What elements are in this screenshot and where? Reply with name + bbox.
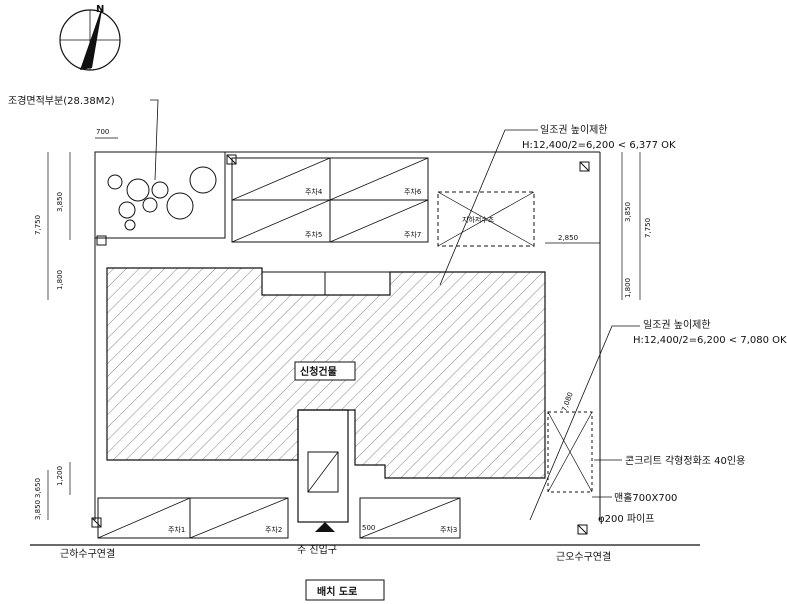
fence-label: 콘크리트 각형정화조 40인용 bbox=[625, 455, 745, 467]
treatment-tank bbox=[547, 411, 593, 493]
corner-marker-top-left bbox=[226, 154, 237, 165]
conn-marker-right bbox=[577, 524, 588, 535]
dim-left-c: 1,800 bbox=[56, 270, 64, 290]
parking-3-label: 주차3 bbox=[440, 525, 457, 534]
dim-diag: 7,080 bbox=[560, 391, 574, 413]
parking-5-label: 주차5 bbox=[305, 230, 322, 239]
landscape-zone bbox=[94, 151, 226, 239]
sunlight-top-calc: H:12,400/2=6,200 < 6,377 OK bbox=[522, 140, 676, 151]
sunlight-top-title: 일조권 높이제한 bbox=[540, 124, 608, 136]
dim-left-e: 3,650 bbox=[34, 478, 42, 498]
conn-marker-left bbox=[91, 517, 102, 528]
parking-1-label: 주차1 bbox=[168, 525, 185, 534]
conn-left-label: 근하수구연결 bbox=[60, 547, 115, 560]
dim-left-b: 3,850 bbox=[56, 192, 64, 212]
parking-2-label: 주차2 bbox=[265, 525, 282, 534]
parking-6-label: 주차6 bbox=[404, 187, 422, 196]
septic-tank: 지하저수조 bbox=[437, 191, 535, 247]
landscape-label: 조경면적부분(28.38M2) bbox=[8, 94, 115, 107]
corner-marker-left bbox=[96, 235, 107, 246]
dim-left-d: 3,850 bbox=[34, 500, 42, 520]
dim-right-d: 2,850 bbox=[558, 234, 578, 242]
building-label: 신청건물 bbox=[300, 365, 337, 378]
conn-right-label: 근오수구연결 bbox=[556, 551, 611, 563]
dimension-lines: 700 7,750 3,850 1,800 3,850 3,650 1,200 … bbox=[34, 128, 652, 532]
drain-box-label: 맨홀700X700 bbox=[614, 491, 677, 504]
dim-left-f: 1,200 bbox=[56, 466, 64, 486]
drawing-title: 배치 도로 bbox=[317, 585, 357, 598]
main-building: 신청건물 bbox=[106, 267, 546, 479]
corner-marker-top-right bbox=[579, 161, 590, 172]
pipe-label: φ200 파이프 bbox=[598, 513, 654, 525]
dim-top-w: 700 bbox=[96, 128, 109, 136]
dim-left-a: 7,750 bbox=[34, 215, 42, 235]
upper-parking: 주차4 주차5 주차6 주차7 bbox=[231, 157, 429, 243]
dim-right-b: 7,750 bbox=[644, 218, 652, 238]
landscape-leader bbox=[150, 99, 159, 181]
entrance-stair bbox=[297, 409, 349, 532]
sunlight-right-calc: H:12,400/2=6,200 < 7,080 OK bbox=[633, 335, 787, 346]
dim-small: 500 bbox=[362, 524, 375, 532]
parking-7-label: 주차7 bbox=[404, 230, 421, 239]
title-box bbox=[305, 579, 385, 601]
dim-right-a: 3,850 bbox=[624, 202, 632, 222]
septic-tank-label: 지하저수조 bbox=[462, 215, 495, 224]
dim-right-c: 1,800 bbox=[624, 278, 632, 298]
parking-4-label: 주차4 bbox=[305, 187, 323, 196]
sunlight-right-title: 일조권 높이제한 bbox=[643, 319, 711, 331]
main-entrance-label: 주 진입구 bbox=[297, 543, 337, 556]
north-arrow: N bbox=[59, 4, 121, 71]
sunlight-top-leader bbox=[439, 129, 538, 286]
lower-parking: 주차1 주차2 주차3 bbox=[97, 497, 461, 539]
north-label: N bbox=[96, 4, 104, 15]
sunlight-right-leader bbox=[529, 325, 640, 521]
